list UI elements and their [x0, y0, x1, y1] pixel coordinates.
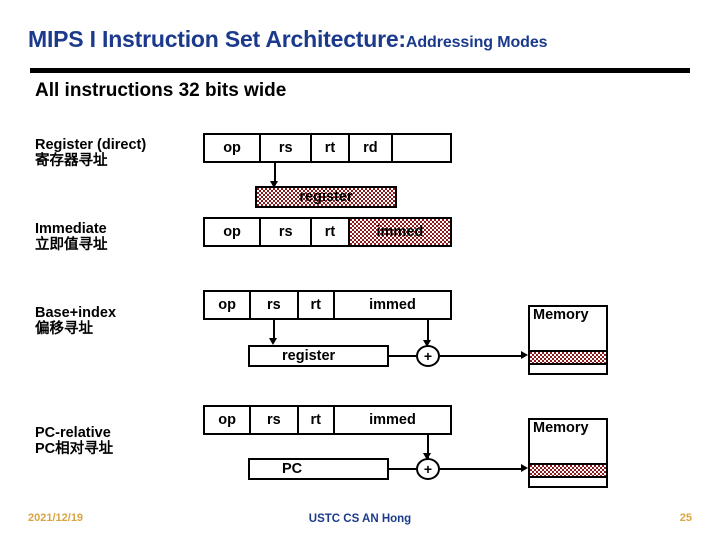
- connector-register-to-adder: [389, 355, 416, 357]
- mode-label-immediate: Immediate 立即值寻址: [35, 221, 108, 254]
- memory-label: Memory: [533, 307, 589, 323]
- memory-block-base-index: Memory: [528, 305, 608, 375]
- field-rs: rs: [251, 407, 299, 433]
- memory-block-pc-relative: Memory: [528, 418, 608, 488]
- page-title-sub: Addressing Modes: [405, 34, 548, 51]
- register-box-register-direct: register: [255, 186, 397, 208]
- field-rs: rs: [251, 292, 299, 318]
- footer-date: 2021/12/19: [28, 512, 84, 524]
- field-immed: immed: [334, 407, 451, 433]
- connector-adder-to-memory: [440, 355, 525, 357]
- mode-label-en: Immediate: [35, 221, 107, 237]
- field-rt: rt: [298, 407, 335, 433]
- field-rs: rs: [261, 219, 313, 245]
- connector-rs-to-register: [273, 320, 275, 340]
- field-rs: rs: [261, 135, 313, 161]
- field-op: op: [205, 292, 252, 318]
- mode-label-en: Base+index: [35, 305, 117, 321]
- arrow-down-icon: [270, 181, 278, 188]
- connector-immed-to-adder: [427, 435, 429, 458]
- arrow-down-icon: [423, 340, 431, 347]
- field-op: op: [205, 407, 252, 433]
- adder-pc-relative: +: [416, 458, 440, 480]
- pc-box: PC: [248, 458, 389, 480]
- arrow-down-icon: [423, 453, 431, 460]
- instruction-word-base-index: op rs rt immed: [203, 290, 452, 320]
- connector-rs-to-register: [274, 163, 276, 183]
- page-title-main: MIPS I Instruction Set Architecture:: [28, 26, 406, 52]
- mode-label-en: PC-relative: [35, 425, 111, 441]
- field-op: op: [205, 135, 262, 161]
- field-immed: immed: [334, 292, 451, 318]
- mode-label-en: Register (direct): [35, 137, 147, 153]
- instruction-word-immediate: op rs rt immed: [203, 217, 452, 247]
- field-rt: rt: [298, 292, 335, 318]
- field-rt: rt: [312, 135, 350, 161]
- adder-base-index: +: [416, 345, 440, 367]
- mode-label-register-direct: Register (direct) 寄存器寻址: [35, 137, 146, 170]
- mode-label-zh: 寄存器寻址: [35, 153, 108, 169]
- mode-label-zh: 偏移寻址: [35, 321, 93, 337]
- field-empty: [392, 135, 450, 161]
- field-immed: immed: [349, 219, 450, 245]
- arrow-right-icon: [521, 351, 528, 359]
- field-rd: rd: [349, 135, 393, 161]
- mode-label-zh: PC相对寻址: [35, 441, 114, 457]
- register-box-base-index: register: [248, 345, 389, 367]
- instruction-word-pc-relative: op rs rt immed: [203, 405, 452, 435]
- footer-page-number: 25: [679, 512, 692, 524]
- instruction-word-register-direct: op rs rt rd: [203, 133, 452, 163]
- mode-label-base-index: Base+index 偏移寻址: [35, 305, 116, 338]
- connector-immed-to-adder: [427, 320, 429, 343]
- title-divider: [30, 68, 690, 73]
- arrow-down-icon: [269, 338, 277, 345]
- page-title: MIPS I Instruction Set Architecture:Addr…: [28, 26, 692, 53]
- arrow-right-icon: [521, 464, 528, 472]
- memory-label: Memory: [533, 420, 589, 436]
- field-op: op: [205, 219, 262, 245]
- field-rt: rt: [312, 219, 350, 245]
- mode-label-zh: 立即值寻址: [35, 237, 108, 253]
- footer-author: USTC CS AN Hong: [308, 513, 412, 525]
- connector-pc-to-adder: [389, 468, 416, 470]
- mode-label-pc-relative: PC-relative PC相对寻址: [35, 425, 113, 458]
- memory-highlight-band: [530, 350, 606, 365]
- connector-adder-to-memory: [440, 468, 525, 470]
- memory-highlight-band: [530, 463, 606, 478]
- subheading: All instructions 32 bits wide: [35, 80, 287, 101]
